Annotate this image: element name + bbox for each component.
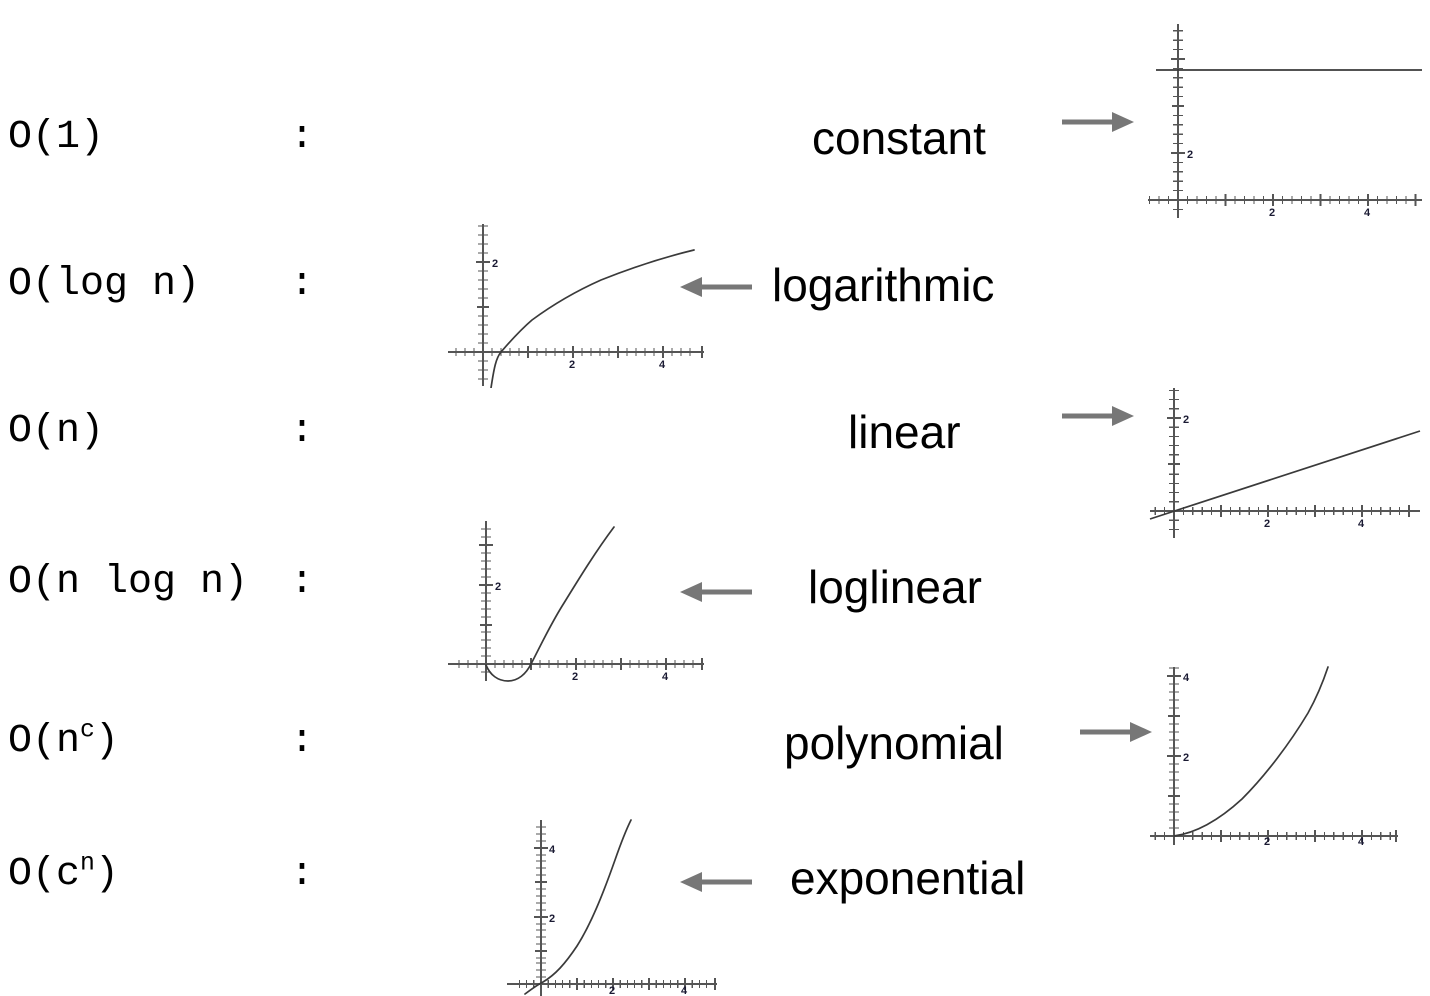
svg-text:2: 2 <box>492 258 498 270</box>
svg-text:2: 2 <box>1187 149 1193 161</box>
bigo-notation-1: O(1) <box>8 118 104 158</box>
bigo-notation-2: O(log n) <box>8 265 200 305</box>
plot-loglinear: 2 2 4 <box>446 513 714 685</box>
bigo-separator-4: : <box>290 560 315 605</box>
svg-text:4: 4 <box>1183 672 1190 684</box>
bigo-separator-6: : <box>290 852 315 897</box>
svg-text:2: 2 <box>609 985 615 996</box>
plot-linear: 2 2 4 <box>1148 383 1430 540</box>
bigo-notation-5-exponent: c <box>80 716 95 745</box>
bigo-notation-6-tail: ) <box>94 852 119 897</box>
svg-text:4: 4 <box>549 844 556 856</box>
svg-text:2: 2 <box>572 671 578 683</box>
bigo-notation-5: O(nc) <box>8 718 119 764</box>
complexity-name-loglinear: loglinear <box>808 561 982 613</box>
plot-exponential: 2 4 2 4 <box>505 782 725 996</box>
bigo-notation-5-tail: ) <box>94 719 119 764</box>
bigo-notation-4-text: O(n log n) <box>8 560 249 605</box>
bigo-notation-4: O(n log n) <box>8 563 248 603</box>
svg-text:4: 4 <box>662 671 669 683</box>
svg-text:2: 2 <box>1269 207 1275 219</box>
svg-text:2: 2 <box>1264 836 1270 845</box>
svg-text:2: 2 <box>549 913 555 925</box>
bigo-notation-2-text: O(log n) <box>8 262 201 307</box>
arrow-left-icon-2 <box>678 268 754 302</box>
bigo-notation-6: O(cn) <box>8 851 119 897</box>
arrow-left-icon-6 <box>678 863 754 897</box>
bigo-separator-1: : <box>290 115 315 160</box>
svg-text:4: 4 <box>659 359 666 371</box>
svg-text:2: 2 <box>1183 752 1189 764</box>
arrow-right-icon-1 <box>1060 103 1136 137</box>
svg-text:4: 4 <box>1358 836 1365 845</box>
svg-text:2: 2 <box>1183 414 1189 426</box>
bigo-notation-6-text: O(c <box>8 852 81 897</box>
arrow-right-icon-3 <box>1060 397 1136 431</box>
bigo-separator-2: : <box>290 262 315 307</box>
plot-constant: 2 2 4 <box>1146 18 1424 220</box>
bigo-separator-3: : <box>290 409 315 454</box>
bigo-notation-6-exponent: n <box>80 849 95 878</box>
svg-text:2: 2 <box>569 359 575 371</box>
complexity-name-constant: constant <box>812 112 986 164</box>
svg-text:2: 2 <box>1264 518 1270 530</box>
bigo-notation-1-text: O(1) <box>8 115 105 160</box>
bigo-notation-3-text: O(n) <box>8 409 105 454</box>
complexity-name-logarithmic: logarithmic <box>772 259 995 311</box>
svg-text:4: 4 <box>1364 207 1371 219</box>
bigo-notation-5-text: O(n <box>8 719 81 764</box>
complexity-name-polynomial: polynomial <box>784 717 1004 769</box>
svg-text:4: 4 <box>681 985 688 996</box>
complexity-name-linear: linear <box>848 406 961 458</box>
arrow-right-icon-5 <box>1078 713 1154 747</box>
svg-text:2: 2 <box>495 581 501 593</box>
bigo-notation-3: O(n) <box>8 412 104 452</box>
svg-text:4: 4 <box>1358 518 1365 530</box>
plot-polynomial: 2 4 2 4 <box>1148 633 1430 845</box>
plot-logarithmic: 2 2 4 <box>446 218 714 388</box>
complexity-name-exponential: exponential <box>790 852 1026 904</box>
bigo-separator-5: : <box>290 719 315 764</box>
arrow-left-icon-4 <box>678 573 754 607</box>
